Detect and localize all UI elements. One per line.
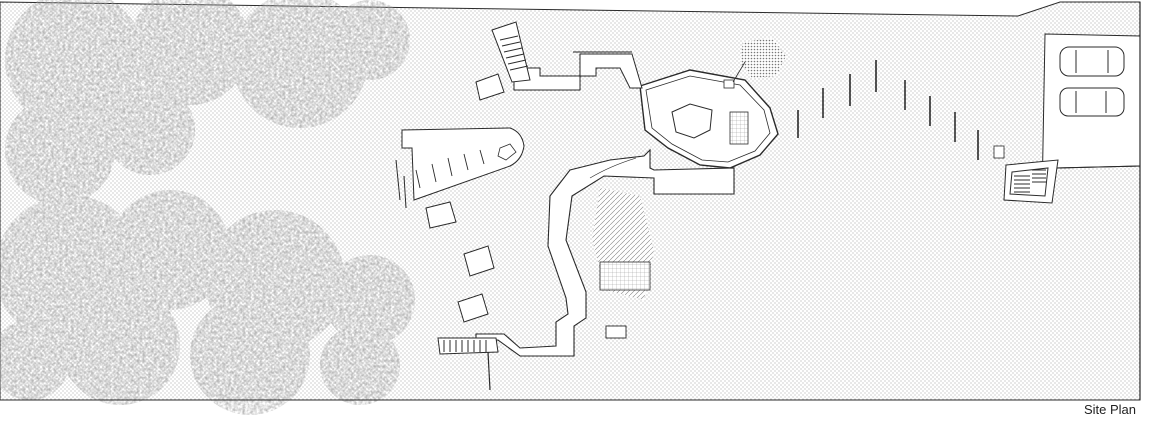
path-kiosk bbox=[605, 325, 627, 339]
upper-walkway bbox=[513, 51, 643, 91]
inner-pool bbox=[671, 103, 713, 139]
pier-deck bbox=[395, 127, 525, 209]
deck-slats bbox=[729, 111, 749, 145]
small-shed bbox=[425, 201, 457, 229]
lower-stair bbox=[437, 337, 499, 391]
main-path bbox=[475, 148, 735, 357]
parked-car bbox=[1059, 46, 1125, 77]
parked-car bbox=[1059, 87, 1125, 117]
bollard-row bbox=[797, 60, 979, 160]
pergola bbox=[599, 261, 651, 291]
small-pad bbox=[993, 145, 1005, 159]
stair-tower bbox=[1003, 159, 1059, 204]
small-shed bbox=[475, 73, 505, 101]
upper-stair bbox=[491, 21, 531, 83]
drawing-caption: Site Plan bbox=[1083, 402, 1136, 417]
planting-patch bbox=[740, 38, 786, 78]
main-building bbox=[639, 69, 779, 169]
tree-canopy bbox=[0, 0, 415, 415]
small-shed bbox=[457, 293, 489, 323]
boat-slips bbox=[415, 149, 485, 189]
small-shed bbox=[463, 245, 495, 277]
